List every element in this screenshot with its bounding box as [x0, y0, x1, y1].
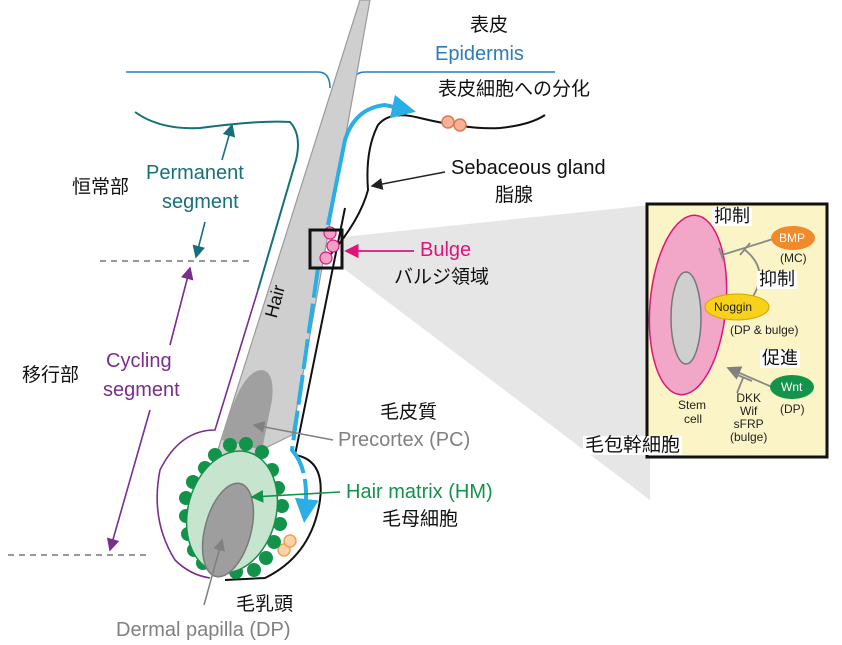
- dp-pointer: [203, 538, 225, 606]
- sebaceous-gland-label-jp: 脂腺: [495, 184, 534, 206]
- inhibit-label-2: 抑制: [757, 269, 797, 290]
- inhibit-label-1: 抑制: [712, 206, 752, 227]
- cycling-label-line1: Cycling: [106, 350, 172, 372]
- permanent-segment-outline: [134, 111, 299, 291]
- precortex-label-jp: 毛皮質: [380, 401, 438, 423]
- hair-matrix-label: Hair matrix (HM): [346, 481, 493, 503]
- cycling-label-jp: 移行部: [22, 364, 80, 386]
- permanent-label-jp: 恒常部: [72, 176, 130, 198]
- cycling-arrow-up: [169, 266, 194, 346]
- epidermal-cell: [441, 115, 455, 129]
- hair-matrix-label-jp: 毛母細胞: [382, 508, 459, 530]
- bmp-label: BMP: [779, 231, 806, 245]
- inhibitor-item: (bulge): [730, 430, 768, 444]
- permanent-label-line1: Permanent: [146, 162, 244, 184]
- bulge-cell: [319, 251, 333, 265]
- inhibitor-item: Wif: [740, 404, 758, 418]
- wnt-promote-arrow: [726, 366, 773, 388]
- cycling-arrow-down: [106, 409, 151, 552]
- cycling-label-line2: segment: [103, 379, 180, 401]
- follicle-outline: [224, 207, 346, 581]
- inhibitor-item: DKK: [736, 391, 762, 405]
- permanent-label-line2: segment: [162, 191, 239, 213]
- wnt-label: Wnt: [781, 380, 803, 394]
- hair-matrix-pointer: [250, 489, 341, 503]
- cycling-segment-outline: [156, 289, 259, 579]
- noggin-inhibit-bar: [739, 242, 751, 256]
- permanent-arrow-down: [192, 221, 206, 259]
- migration-arrow-down: [289, 267, 320, 523]
- dermal-papilla: [201, 482, 255, 578]
- hair-shaft: [209, 0, 371, 477]
- inhibitor-list: DKK Wif sFRP (bulge): [730, 392, 767, 444]
- dermal-papilla-label: Dermal papilla (DP): [116, 619, 291, 641]
- bulge-label-jp: バルジ領域: [394, 266, 490, 288]
- stem-cell-label-line2: cell: [684, 412, 703, 426]
- noggin-source-label: (DP & bulge): [730, 323, 799, 337]
- stem-cell-label-line1: Stem: [678, 398, 707, 412]
- wnt-oval: [770, 375, 814, 399]
- dermal-papilla-label-jp: 毛乳頭: [236, 593, 294, 615]
- sebaceous-gland-label: Sebaceous gland: [451, 157, 606, 179]
- stem-cell-nucleus: [670, 271, 702, 365]
- inhibitor-item: sFRP: [733, 417, 764, 431]
- wnt-source-label: (DP): [780, 402, 805, 416]
- bmp-oval: [771, 226, 815, 250]
- dkk-inhibit-bar: [734, 373, 753, 382]
- epidermal-cell: [453, 118, 467, 132]
- bulge-label: Bulge: [420, 239, 472, 261]
- promote-label: 促進: [760, 348, 800, 369]
- bmp-inhibit-bar: [718, 247, 725, 263]
- bulge-zoom-box: [308, 228, 344, 270]
- precortex-pointer: [252, 421, 334, 441]
- noggin-oval: [704, 293, 770, 321]
- noggin-label: Noggin: [714, 300, 753, 314]
- dkk-inhibit-line: [736, 377, 744, 394]
- stem-cell-label-jp: 毛包幹細胞: [583, 434, 683, 456]
- epidermis-label: Epidermis: [435, 43, 524, 65]
- bmp-source-label: (MC): [780, 251, 807, 265]
- zoom-projection: [343, 205, 650, 500]
- permanent-arrow-up: [221, 123, 236, 161]
- sebaceous-pointer: [370, 171, 446, 190]
- differentiation-label: 表皮細胞への分化: [438, 78, 591, 100]
- matrix-cell: [283, 534, 297, 548]
- migration-arrow-up: [326, 94, 416, 226]
- bulge-cell: [326, 239, 340, 253]
- epidermis-label-jp: 表皮: [470, 14, 509, 36]
- precortex-label: Precortex (PC): [338, 429, 471, 451]
